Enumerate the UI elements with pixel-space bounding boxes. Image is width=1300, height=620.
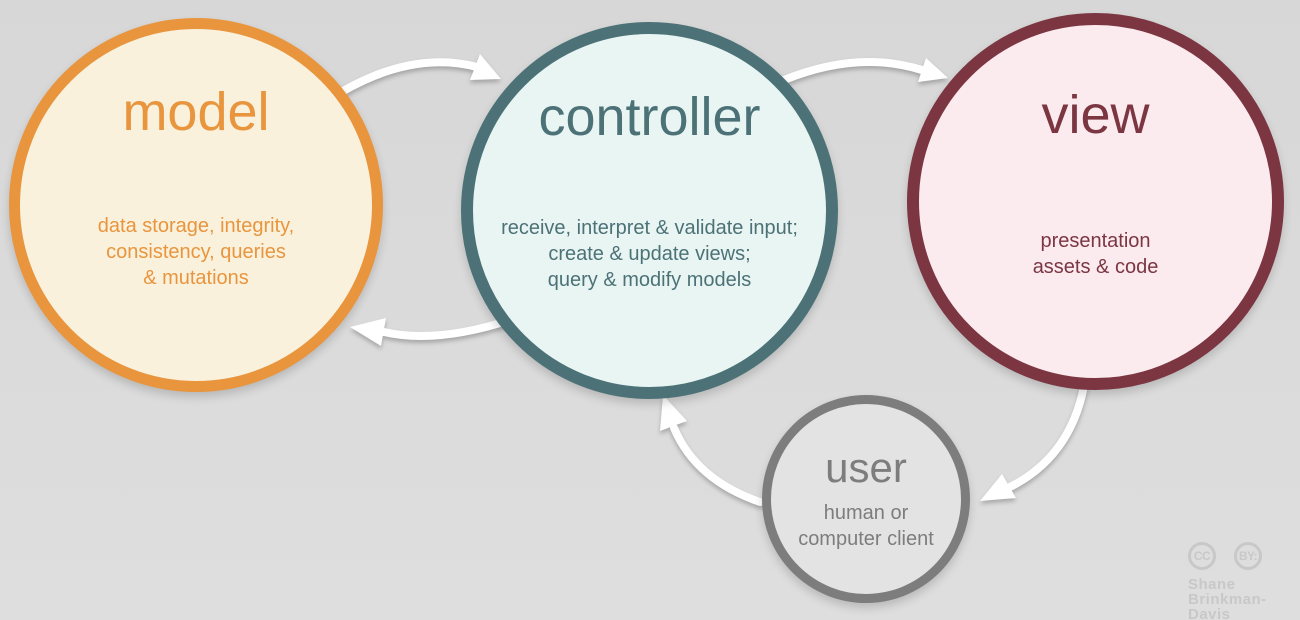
node-view-description: presentation assets & code [1032,230,1159,278]
node-model-label: model [122,82,270,142]
node-view: view presentation assets & code [907,13,1284,390]
node-user-description: human or computer client [798,502,934,550]
license-badges: CC BY: [1188,542,1300,570]
node-controller: controller receive, interpret & validate… [461,22,838,399]
arrow-model-to-controller-icon [334,54,501,98]
node-model: model data storage, integrity, consisten… [9,18,383,392]
node-controller-label: controller [538,87,761,147]
license-attribution: CC BY: Shane Brinkman-Davis [1188,542,1300,620]
arrow-controller-to-view-icon [780,58,948,84]
by-license-icon: BY: [1234,542,1262,570]
node-controller-description: receive, interpret & validate input; cre… [501,217,798,291]
arrow-user-to-controller-icon [660,395,764,506]
arrow-controller-to-model-icon [350,316,514,346]
author-name: Shane Brinkman-Davis [1188,576,1267,620]
arrow-view-to-user-icon [980,382,1088,501]
cc-license-icon: CC [1188,542,1216,570]
node-view-label: view [1041,85,1150,145]
node-user-label: user [825,444,907,491]
node-model-description: data storage, integrity, consistency, qu… [97,215,295,289]
node-user: user human or computer client [762,395,970,603]
